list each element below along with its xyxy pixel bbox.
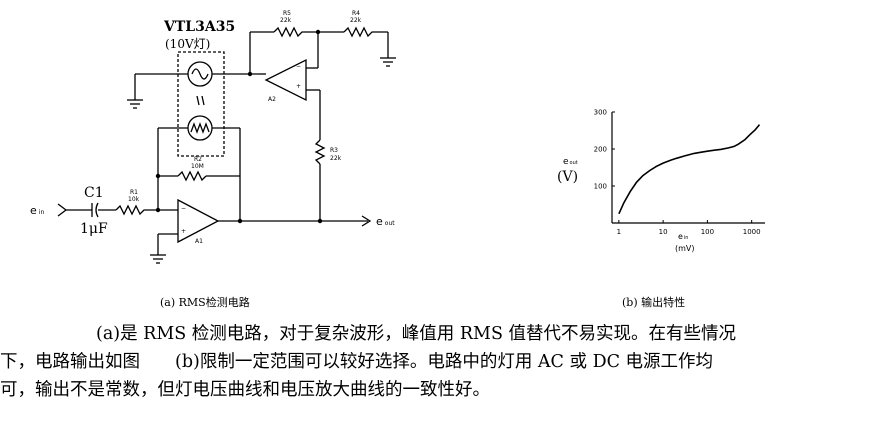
y-tick-label: 200 xyxy=(594,146,607,154)
r3-value-label: 22k xyxy=(330,155,342,162)
a1-name-label: A1 xyxy=(195,238,203,245)
a2-name-label: A2 xyxy=(268,96,276,103)
x-tick-label: 100 xyxy=(701,228,714,236)
a1-inverting-mark: − xyxy=(181,205,187,212)
caption-b: (b) 输出特性 xyxy=(622,296,686,309)
photoresistor-icon xyxy=(187,115,213,141)
r3-resistor-icon xyxy=(314,139,326,165)
r5-value-label: 22k xyxy=(280,17,292,24)
r2-value-label: 10M xyxy=(191,163,204,170)
r5-name-label: R5 xyxy=(283,10,291,17)
y-tick-label: 300 xyxy=(594,109,607,117)
description-line-1: (a)是 RMS 检测电路，对于复杂波形，峰值用 RMS 值替代不易实现。在有些… xyxy=(96,324,737,344)
lamp-rating-label: (10V灯) xyxy=(165,37,211,51)
r4-resistor-icon xyxy=(343,26,388,38)
x-tick-label: 1000 xyxy=(743,228,761,236)
r1-name-label: R1 xyxy=(130,189,138,196)
chart-y-label: eout xyxy=(563,157,578,167)
r3-name-label: R3 xyxy=(330,147,338,154)
r2-resistor-icon xyxy=(177,170,207,182)
c1-name-label: C1 xyxy=(84,185,104,201)
a1-noninverting-mark: + xyxy=(181,228,187,235)
r4-name-label: R4 xyxy=(352,10,360,17)
x-tick-label: 1 xyxy=(617,228,621,236)
output-characteristic-chart: 1 10 100 1000 100 200 300 xyxy=(594,109,765,236)
chart-y-unit: (V) xyxy=(557,169,579,185)
chart-x-label: ein xyxy=(678,232,689,241)
chart-x-unit: (mV) xyxy=(675,244,695,253)
y-tick-label: 100 xyxy=(594,183,607,191)
r4-value-label: 22k xyxy=(350,17,362,24)
output-terminal-icon xyxy=(361,215,372,227)
lamp-package-outline xyxy=(177,51,225,157)
input-terminal-icon xyxy=(57,203,68,217)
description-line-2: 下，电路输出如图 (b)限制一定范围可以较好选择。电路中的灯用 AC 或 DC … xyxy=(0,352,714,372)
x-tick-label: 10 xyxy=(659,228,668,236)
description-line-3: 可，输出不是常数，但灯电压曲线和电压放大曲线的一致性好。 xyxy=(0,380,490,400)
opamp-a2-icon xyxy=(264,58,307,102)
r5-resistor-icon xyxy=(273,26,344,38)
lamp-part-label: VTL3A35 xyxy=(164,19,236,35)
r2-name-label: R2 xyxy=(194,156,202,163)
a2-inverting-mark: − xyxy=(296,63,302,70)
a2-noninverting-mark: + xyxy=(296,83,302,90)
r1-resistor-icon xyxy=(115,204,158,216)
opamp-a1-icon xyxy=(177,198,220,244)
eout-vs-ein-curve xyxy=(618,124,761,215)
c1-value-label: 1μF xyxy=(80,221,108,237)
r1-value-label: 10k xyxy=(128,196,140,203)
caption-a: (a) RMS检测电路 xyxy=(160,296,250,309)
